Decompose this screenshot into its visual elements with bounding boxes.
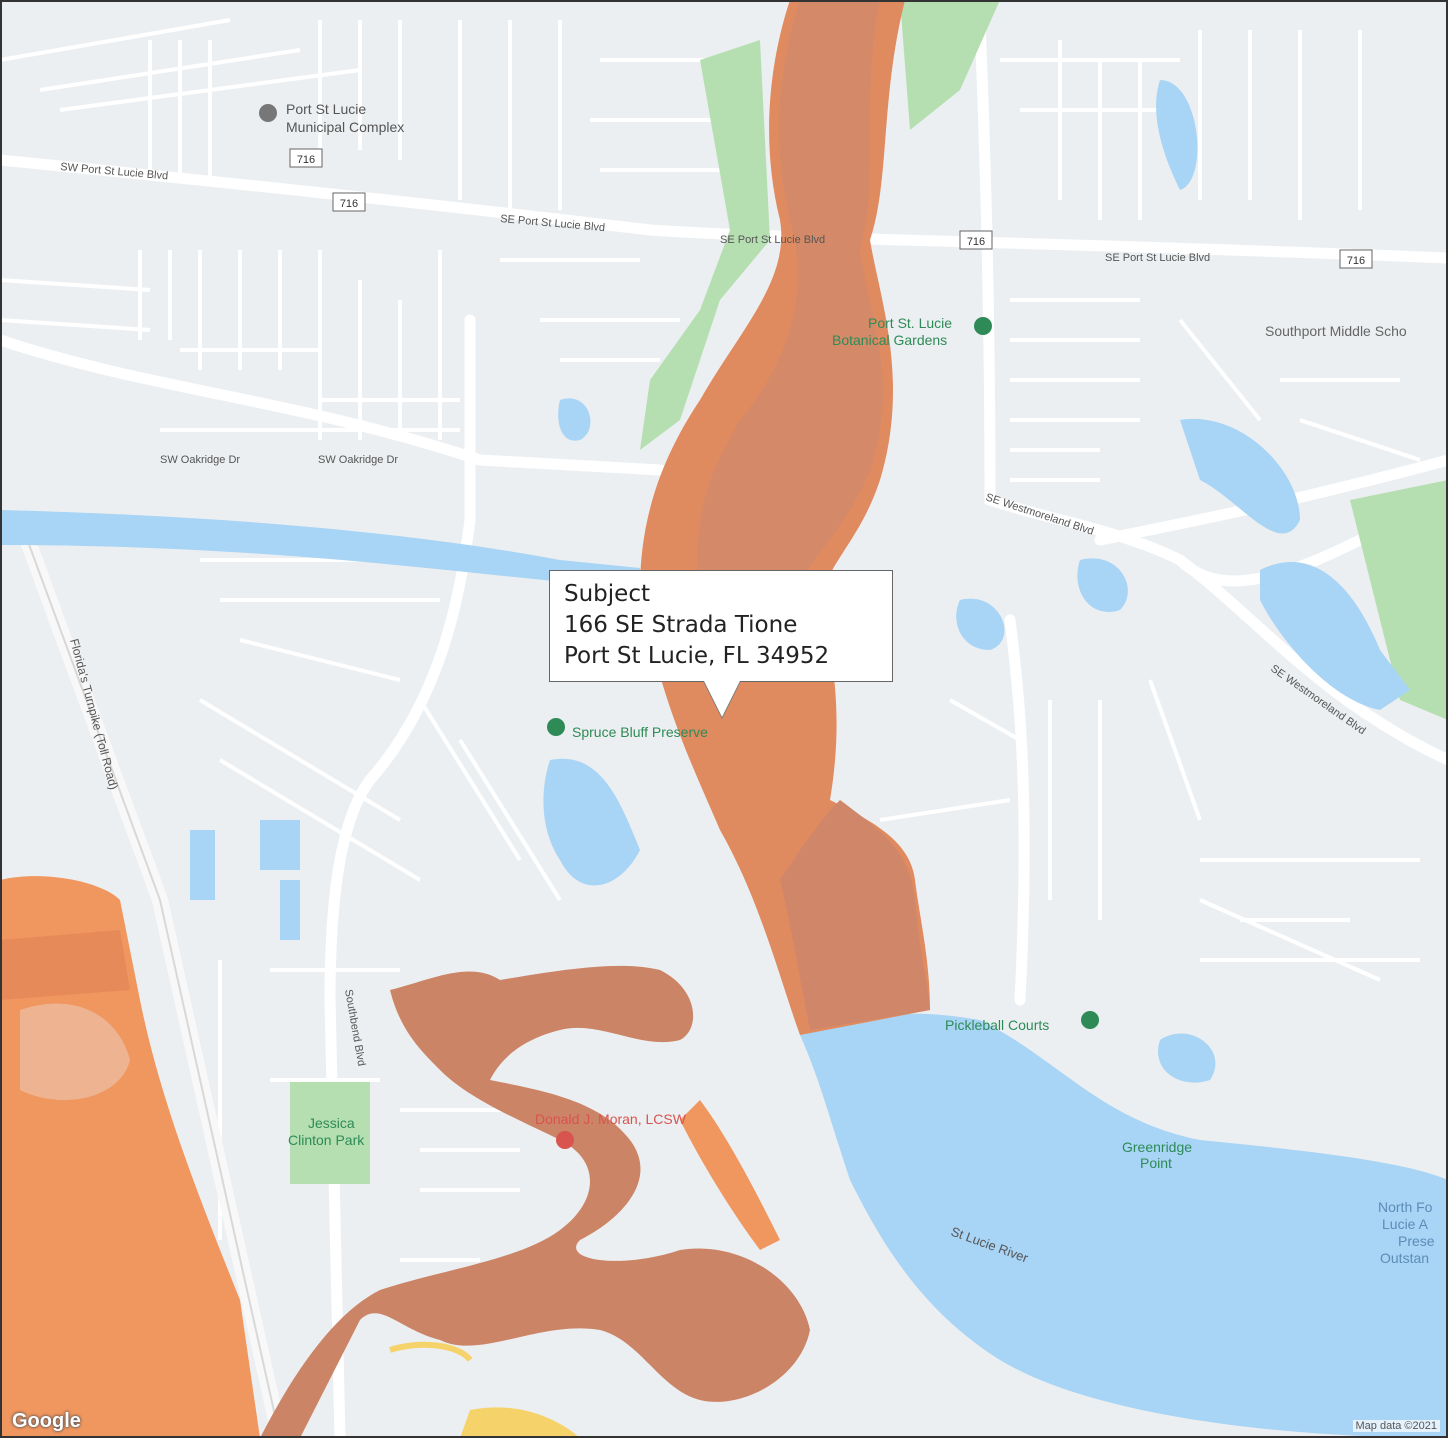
road-label-oakridge-1: SW Oakridge Dr xyxy=(160,454,240,466)
botanical-pin-icon xyxy=(974,317,992,335)
subject-callout[interactable]: Subject 166 SE Strada Tione Port St Luci… xyxy=(549,570,893,682)
place-northfork-4: Outstan xyxy=(1380,1250,1429,1266)
place-northfork-2: Lucie A xyxy=(1382,1216,1429,1232)
municipal-pin-icon xyxy=(259,104,277,122)
place-northfork-3: Prese xyxy=(1398,1233,1435,1249)
parks xyxy=(290,0,1448,1184)
route-label-3: 716 xyxy=(967,236,985,248)
place-donald: Donald J. Moran, LCSW xyxy=(535,1111,687,1127)
callout-address-line1: 166 SE Strada Tione xyxy=(564,612,798,638)
place-spruce: Spruce Bluff Preserve xyxy=(572,724,708,740)
route-label-4: 716 xyxy=(1347,255,1365,267)
pickleball-pin-icon xyxy=(1081,1011,1099,1029)
major-roads xyxy=(0,14,1448,1438)
callout-address-line2: Port St Lucie, FL 34952 xyxy=(564,643,830,669)
place-botanical: Port St. Lucie xyxy=(868,315,952,331)
minor-streets xyxy=(0,18,1421,1302)
flood-zones xyxy=(0,0,930,1438)
spruce-pin-icon xyxy=(547,718,565,736)
google-logo[interactable]: Google xyxy=(12,1410,81,1432)
road-label-oakridge-2: SW Oakridge Dr xyxy=(318,454,398,466)
donald-pin-icon xyxy=(556,1131,574,1149)
route-shield-1 xyxy=(289,148,323,168)
place-municipal: Port St Lucie xyxy=(286,101,366,117)
route-shields xyxy=(289,148,1373,269)
road-label-psl-center2: SE Port St Lucie Blvd xyxy=(720,234,825,246)
place-greenridge-2: Point xyxy=(1140,1155,1172,1171)
route-label-2: 716 xyxy=(340,198,358,210)
place-botanical-2: Botanical Gardens xyxy=(832,332,947,348)
map-attribution[interactable]: Map data ©2021 xyxy=(1352,1420,1440,1432)
place-municipal-2: Municipal Complex xyxy=(286,119,404,135)
place-jessica: Jessica xyxy=(308,1115,355,1131)
place-pickleball: Pickleball Courts xyxy=(945,1017,1049,1033)
route-shield-2 xyxy=(332,192,366,212)
callout-label: Subject xyxy=(564,581,650,607)
place-northfork: North Fo xyxy=(1378,1199,1433,1215)
road-label-psl-east: SE Port St Lucie Blvd xyxy=(1105,252,1210,264)
route-shield-3 xyxy=(959,230,993,250)
route-shield-4 xyxy=(1339,249,1373,269)
callout-pointer xyxy=(704,681,740,717)
place-greenridge: Greenridge xyxy=(1122,1139,1192,1155)
place-pins xyxy=(259,104,1099,1149)
place-jessica-2: Clinton Park xyxy=(288,1132,365,1148)
place-southport: Southport Middle Scho xyxy=(1265,323,1407,339)
route-label-1: 716 xyxy=(297,154,315,166)
